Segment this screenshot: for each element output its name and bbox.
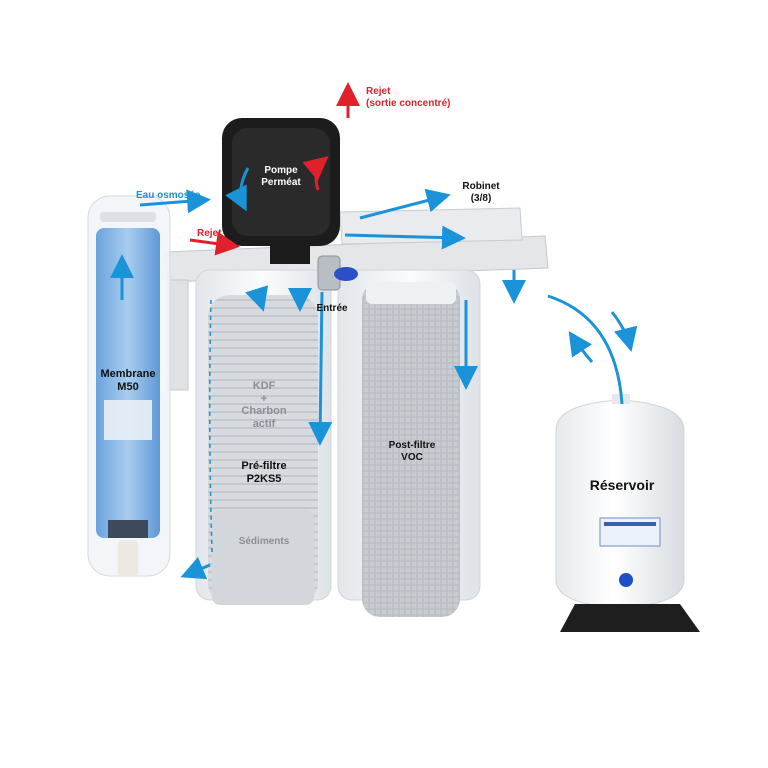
label-prefilter: Pré-filtre P2KS5 (241, 460, 287, 485)
label-faucet: Robinet (3/8) (462, 181, 500, 204)
inlet-valve (317, 255, 358, 291)
prefilter-housing (195, 269, 332, 605)
label-pump: Pompe Perméat (261, 165, 301, 188)
label-membrane: Membrane M50 (100, 368, 156, 393)
label-reject-outlet-1: Rejet (sortie concentré) (366, 86, 451, 109)
permeate-pump (222, 118, 340, 264)
label-sediments: Sédiments (238, 536, 290, 547)
label-postfilter: Post-filtre VOC (388, 440, 436, 463)
label-tank: Réservoir (589, 477, 655, 493)
reject-arrows (189, 82, 360, 256)
label-reject: Rejet (197, 228, 222, 239)
label-kdf: KDF + Charbon actif (241, 380, 287, 430)
label-osmosed-water: Eau osmosée (136, 190, 201, 201)
label-inlet: Entrée (316, 303, 348, 314)
postfilter-housing (337, 269, 481, 617)
flow-arrows (110, 167, 638, 580)
membrane-housing (87, 195, 171, 577)
storage-tank (555, 394, 700, 632)
